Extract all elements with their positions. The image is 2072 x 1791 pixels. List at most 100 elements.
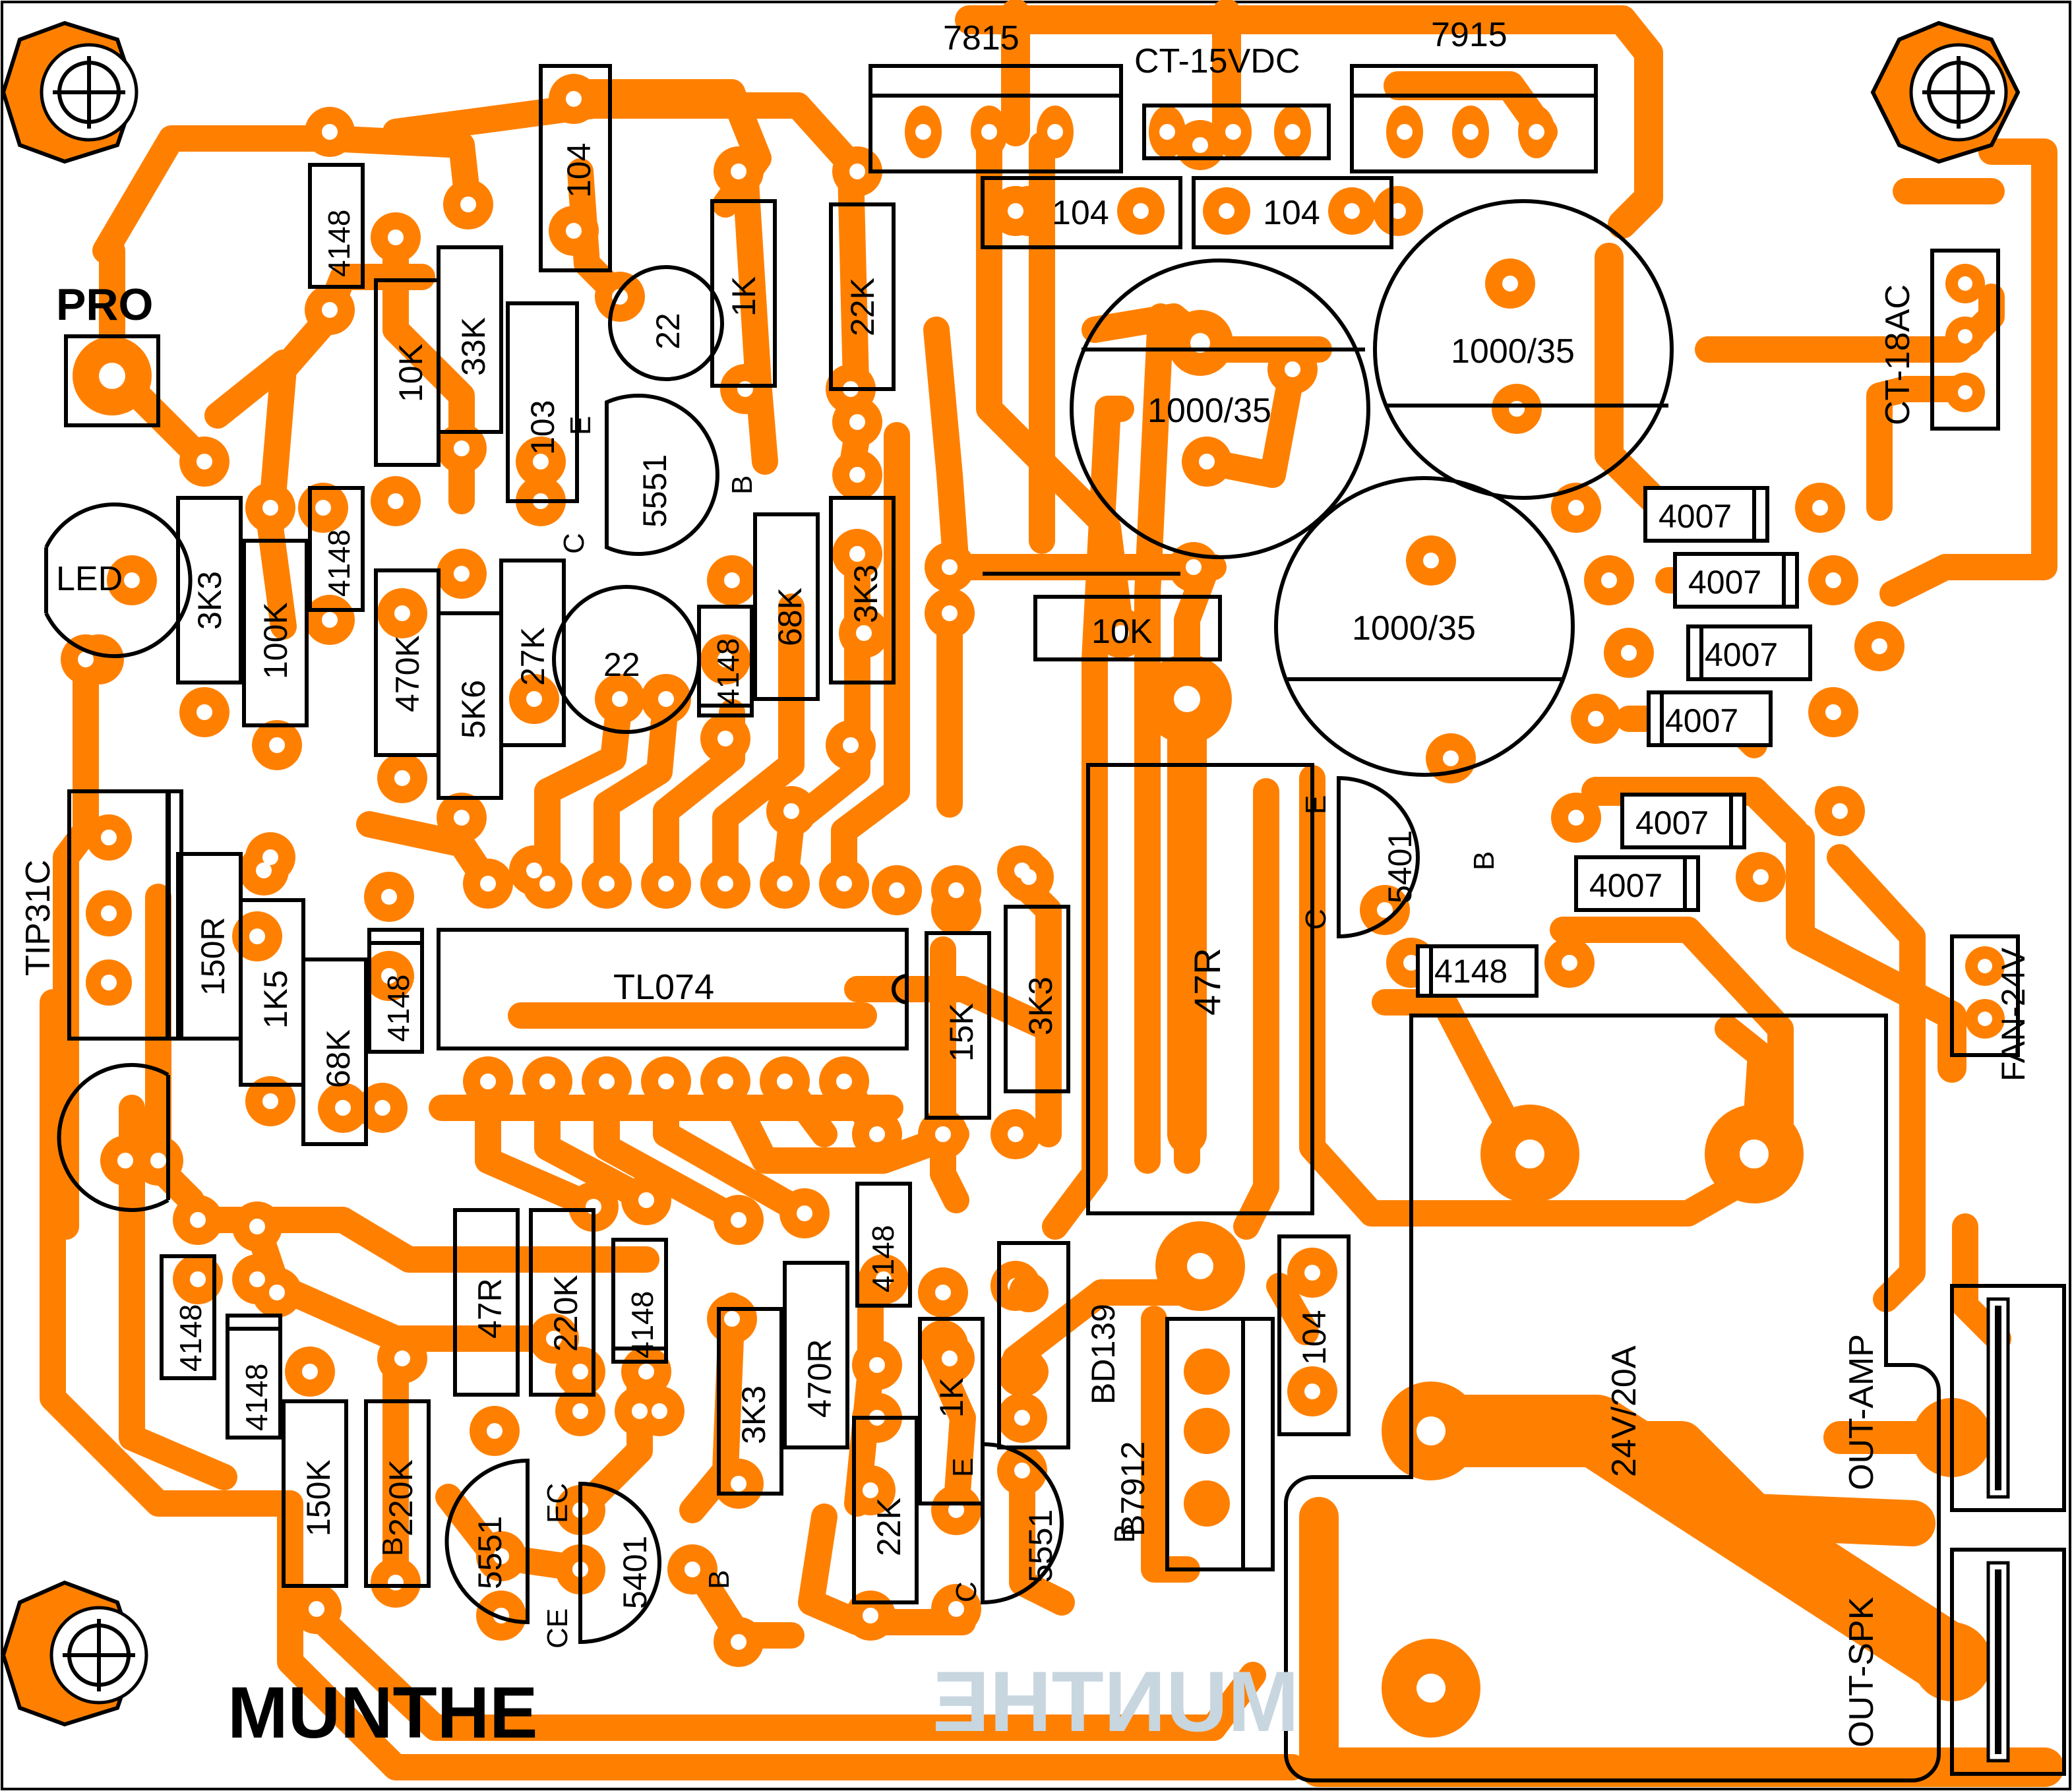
relay-outline (1284, 1014, 1941, 1782)
label-d4148-7: 4148 (239, 1364, 274, 1431)
connector-ct15-outline (1142, 104, 1331, 160)
silkscreen (44, 64, 2066, 1782)
ic-tl074 (437, 928, 909, 1050)
label-c104-top: 104 (561, 143, 597, 198)
label-c22-a: 22 (650, 313, 686, 349)
label-cap1000-c: 1000/35 (1352, 609, 1476, 648)
label-c104-b: 104 (1263, 194, 1320, 232)
label-c22-b: 22 (603, 646, 640, 683)
pin-ec: EC (541, 1483, 574, 1523)
label-d4148-3: 4148 (711, 638, 745, 706)
label-r22k-b: 22K (870, 1498, 907, 1556)
label-b7912: B7912 (1114, 1441, 1151, 1536)
label-q5551-c: 5551 (472, 1516, 508, 1589)
label-q5401-right: 5401 (1382, 830, 1418, 903)
label-r47r-power: 47R (1186, 948, 1228, 1016)
label-d4148-5: 4148 (625, 1291, 659, 1358)
label-pro: PRO (56, 280, 153, 330)
pin-c-right: C (1300, 909, 1332, 930)
regulator-7815-outline (868, 64, 1123, 173)
label-r1k-b: 1K (933, 1378, 970, 1418)
label-d4007-4: 4007 (1665, 702, 1738, 739)
label-7915: 7915 (1431, 16, 1508, 54)
label-c104-right: 104 (1296, 1310, 1333, 1365)
brand-logo: MUNTHE (228, 1672, 538, 1753)
label-d4007-2: 4007 (1688, 564, 1761, 601)
mounting-hole-bottom-left (1, 1580, 148, 1727)
transistor-tip31c (67, 789, 183, 1041)
label-c103: 103 (524, 400, 561, 455)
regulator-b7912 (1165, 1317, 1275, 1571)
capacitor-1000-35-b (1373, 199, 1674, 500)
label-bd139: BD139 (1085, 1304, 1122, 1405)
pin-e-bm: E (947, 1458, 979, 1477)
label-out-spk: OUT-SPK (1843, 1596, 1881, 1747)
label-r22k-a: 22K (844, 278, 881, 336)
label-d4148-2: 4148 (322, 530, 356, 597)
label-r3k3-d: 3K3 (735, 1385, 772, 1444)
label-r3k3-a: 3K3 (191, 571, 228, 630)
terminal-out-spk (1950, 1548, 2066, 1776)
label-7815: 7815 (943, 19, 1020, 57)
mounting-hole-top-left (1, 20, 138, 164)
connector-ct18-outline (1930, 249, 2000, 431)
label-relay: 24V/20A (1605, 1345, 1643, 1477)
label-d4148-4: 4148 (381, 975, 415, 1042)
label-r10k-a: 10K (392, 344, 429, 402)
copper-pads (1, 20, 2021, 1738)
label-ct15: CT-15VDC (1134, 42, 1300, 80)
large-pads (73, 310, 1992, 1738)
label-r150r: 150R (195, 917, 231, 996)
label-r150k: 150K (300, 1459, 337, 1536)
label-tip31c: TIP31C (19, 860, 57, 976)
label-r5k6: 5K6 (455, 680, 492, 739)
label-d4007-5: 4007 (1635, 804, 1709, 841)
label-r15k: 15K (943, 1003, 980, 1062)
label-led: LED (56, 560, 123, 598)
label-fan: FAN-24V (1995, 947, 2032, 1081)
pin-b-bl: B (377, 1537, 409, 1556)
label-cap1000-b: 1000/35 (1451, 332, 1575, 371)
label-r27k: 27K (514, 627, 551, 686)
label-q5551-b: 5551 (1022, 1509, 1059, 1583)
label-tl074: TL074 (613, 967, 714, 1007)
label-r3k3-c: 3K3 (1022, 977, 1059, 1035)
label-r68k-b: 68K (320, 1029, 357, 1088)
label-r470k: 470K (389, 635, 426, 712)
pin-c-bm: C (950, 1581, 983, 1602)
pin-b-br: B (1109, 1524, 1141, 1543)
label-r47r-b: 47R (472, 1278, 508, 1339)
transistor-bd139 (997, 1241, 1070, 1449)
resistor-47r-power (1086, 763, 1314, 1215)
label-d4148-right: 4148 (1434, 953, 1508, 990)
capacitor-1000-35-a (1070, 258, 1370, 559)
label-r100k: 100K (257, 602, 294, 679)
label-d4007-1: 4007 (1659, 498, 1732, 535)
capacitor-1000-35-c (1274, 476, 1575, 777)
label-d4007-3: 4007 (1705, 636, 1778, 673)
label-r470r: 470R (801, 1339, 838, 1418)
label-r220k-b: 220K (382, 1459, 419, 1536)
label-r33k: 33K (455, 317, 492, 376)
label-cap1000-a: 1000/35 (1147, 392, 1271, 430)
pad-holes (78, 91, 1887, 1650)
pin-b-right: B (1468, 851, 1500, 870)
terminal-out-amp (1950, 1284, 2066, 1512)
label-r10k-b: 10K (1091, 613, 1153, 651)
labels: 7815 7915 CT-15VDC 104 104 1000/35 1000/… (19, 16, 2032, 1753)
label-d4007-6: 4007 (1589, 867, 1662, 904)
pin-e-right: E (1300, 795, 1332, 814)
label-c104-a: 104 (1052, 194, 1109, 232)
label-r1k-a: 1K (725, 276, 762, 317)
pin-e-a: E (564, 416, 597, 435)
label-r220k-a: 220K (547, 1275, 584, 1352)
label-r68k-a: 68K (772, 588, 808, 646)
led-outline (44, 502, 193, 658)
mounting-hole-top-right (1870, 20, 2021, 164)
label-r3k3-b: 3K3 (847, 564, 884, 623)
pin-b-a: B (726, 475, 758, 495)
pin-b-bm: B (703, 1570, 735, 1589)
label-d4148-6: 4148 (173, 1304, 208, 1372)
label-out-amp: OUT-AMP (1843, 1334, 1881, 1490)
